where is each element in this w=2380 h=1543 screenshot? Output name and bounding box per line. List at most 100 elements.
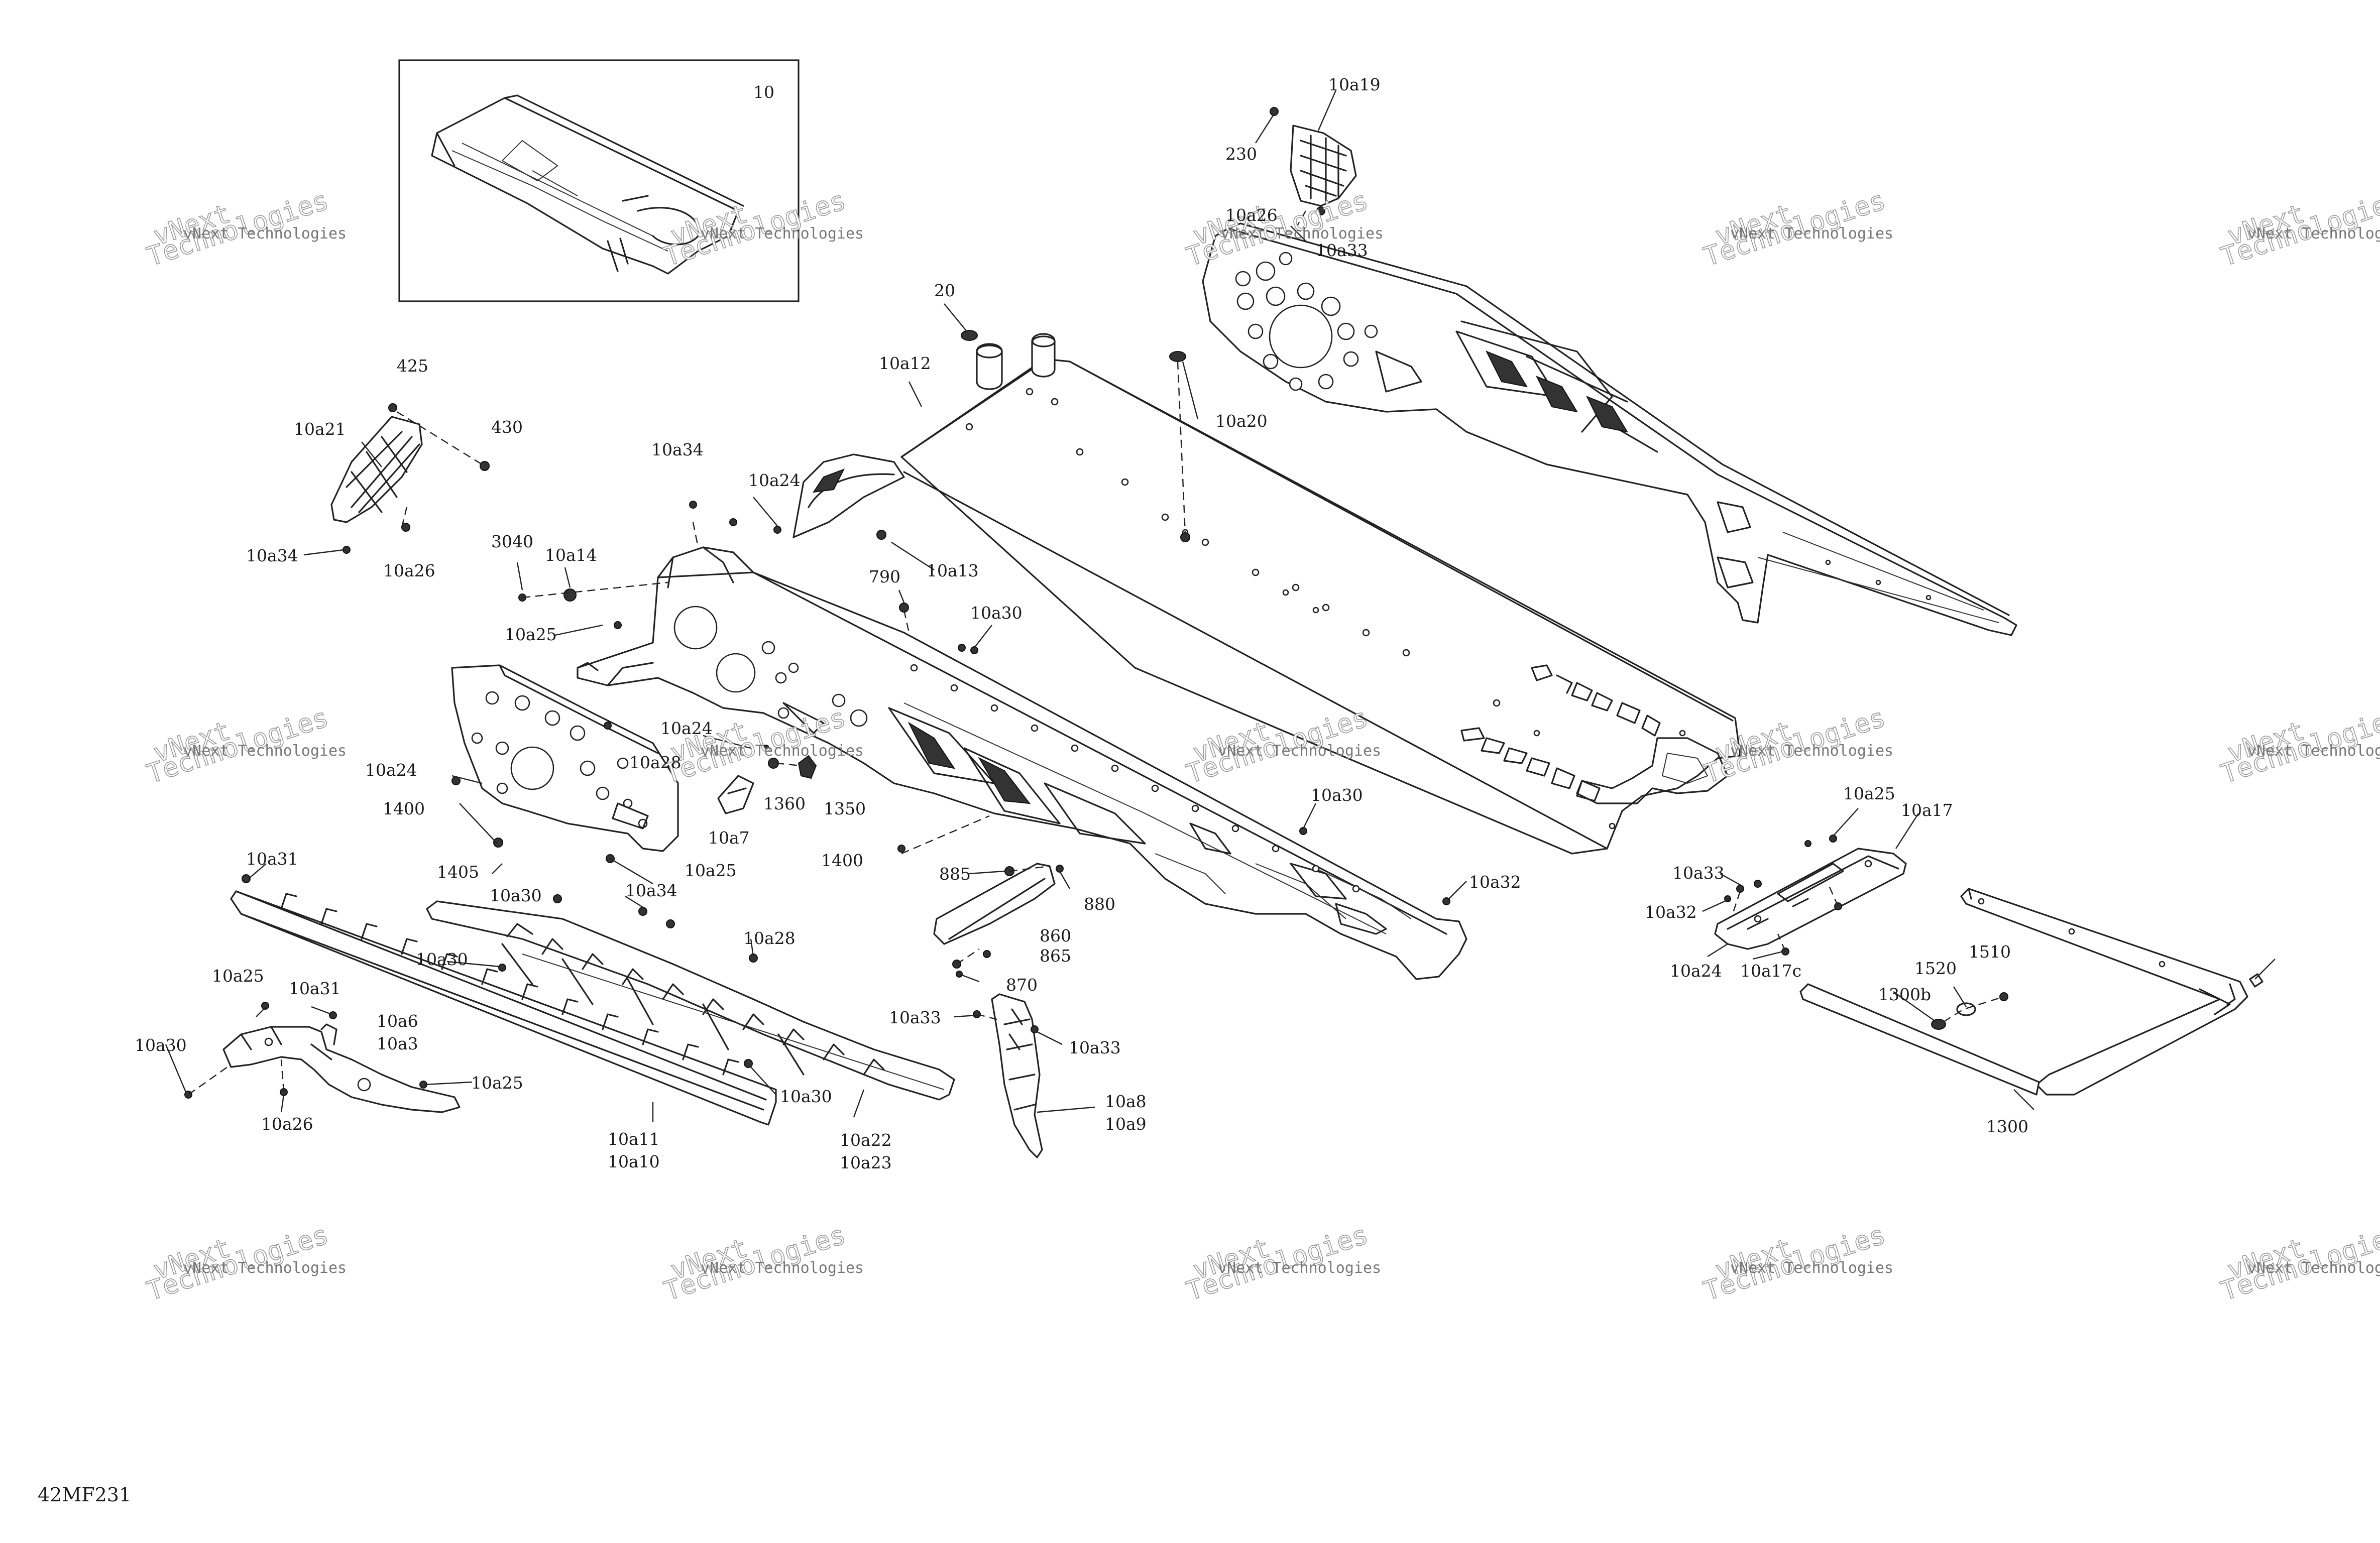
callout: 10a24: [660, 719, 713, 738]
callout: 10a33: [1672, 863, 1725, 883]
callout: 10a25: [685, 861, 737, 880]
callout: 10a30: [416, 949, 468, 969]
callout: 10a28: [629, 753, 682, 772]
callout: 230: [1225, 144, 1257, 164]
svg-text:vNext Technologies: vNext Technologies: [183, 225, 347, 243]
svg-text:vNext Technologies: vNext Technologies: [1730, 225, 1893, 243]
callout: 1400: [383, 799, 425, 818]
callout: 10a33: [889, 1008, 941, 1027]
callout-labels: 10a19 230 10a26 10a33 20 10a12 10a20 425…: [135, 75, 2028, 1172]
callout: 10a30: [135, 1035, 187, 1055]
callout: 10a6: [377, 1011, 418, 1031]
svg-text:vNext Technologies: vNext Technologies: [1218, 742, 1381, 760]
callout: 10a14: [545, 545, 597, 565]
callout: 10a25: [471, 1073, 523, 1093]
assembly-overview-inset: 10: [398, 59, 800, 302]
svg-text:vNext Technologies: vNext Technologies: [1730, 742, 1893, 760]
callout: 10a10: [608, 1152, 660, 1171]
callout: 10a26: [1225, 205, 1278, 225]
callout: 10a24: [1670, 961, 1722, 981]
part-10a22-rail-frame: [426, 894, 955, 1101]
assembly-lines: [188, 210, 2004, 1095]
callout: 10a25: [212, 966, 264, 986]
callout: 10a26: [383, 561, 435, 580]
callout: 10a30: [970, 603, 1023, 623]
svg-text:vNext Technologies: vNext Technologies: [2247, 225, 2380, 243]
callout: 885: [939, 864, 971, 884]
callout: 1405: [437, 862, 479, 882]
callout: 10a17c: [1740, 961, 1801, 981]
callout: 1360: [763, 794, 806, 813]
leader-lines: [165, 90, 2276, 1122]
callout: 10a17: [1901, 800, 1953, 820]
callout: 10a11: [608, 1129, 660, 1149]
callout: 10a30: [1311, 785, 1363, 805]
callout: 1400: [821, 851, 863, 870]
callout: 10a3: [377, 1034, 418, 1053]
part-10a6-bracket: [184, 1002, 461, 1113]
part-10a24-front-cover: [792, 453, 905, 538]
svg-text:vNext Technologies: vNext Technologies: [183, 1259, 347, 1277]
callout: 10a22: [840, 1130, 892, 1150]
part-860-bracket: [933, 863, 1064, 978]
part-10a17-bracket: [1714, 835, 1907, 956]
callout: 10a23: [840, 1153, 892, 1172]
callout: 10a32: [1469, 872, 1521, 892]
callout: 10a13: [927, 561, 979, 580]
callout: 10a20: [1215, 411, 1268, 431]
callout: 870: [1006, 975, 1038, 995]
part-10a28-inner-plate: [451, 664, 679, 852]
callout: 10a12: [879, 353, 931, 373]
callout: 10a25: [1843, 784, 1895, 803]
callout: 10a7: [708, 828, 750, 848]
svg-text:vNext Technologies: vNext Technologies: [701, 742, 864, 760]
callout: 10a34: [246, 546, 298, 565]
svg-text:vNext Technologies: vNext Technologies: [1218, 1259, 1381, 1277]
part-10a21-vent: [330, 403, 490, 554]
part-1300-bumper: [1799, 888, 2263, 1096]
part-20-cylinder: [961, 330, 1190, 542]
callout: 1350: [824, 799, 866, 818]
callout: 10a30: [490, 886, 542, 905]
callout: 10a33: [1316, 241, 1368, 260]
callout: 10a19: [1328, 75, 1381, 94]
part-10a8-bracket: [973, 993, 1043, 1158]
svg-text:vNext Technologies: vNext Technologies: [2247, 1259, 2380, 1277]
callout: 425: [397, 356, 428, 376]
callout: 10a32: [1645, 902, 1697, 922]
drawing-code: 42MF231: [38, 1484, 131, 1506]
callout: 3040: [491, 532, 533, 551]
callout: 10a9: [1105, 1114, 1147, 1134]
callout: 1510: [1969, 942, 2011, 962]
callout: 10a34: [625, 881, 677, 900]
tunnel-side-panel-right: [1202, 222, 2017, 636]
inset-label: 10: [753, 82, 774, 102]
svg-text:vNext Technologies: vNext Technologies: [1220, 225, 1384, 243]
callout: 10a21: [294, 419, 346, 439]
callout: 10a30: [780, 1087, 832, 1106]
callout: 10a24: [748, 470, 801, 490]
part-10a19-vent-bracket: [1270, 107, 1357, 215]
callout: 430: [491, 417, 523, 437]
callout: 10a28: [743, 928, 796, 948]
callout: 10a31: [246, 849, 298, 869]
callout: 10a34: [651, 440, 704, 459]
callout: 880: [1084, 894, 1115, 914]
callout: 10a25: [505, 625, 557, 644]
callout: 10a33: [1069, 1038, 1121, 1057]
tunnel-side-panel-left: [577, 546, 1467, 980]
callout: 10a31: [289, 979, 341, 998]
callout: 790: [869, 567, 900, 586]
callout: 10a8: [1105, 1092, 1147, 1111]
svg-text:vNext Technologies: vNext Technologies: [701, 225, 864, 243]
svg-text:vNext Technologies: vNext Technologies: [701, 1259, 864, 1277]
callout: 10a24: [365, 760, 417, 780]
callout: 860: [1040, 926, 1071, 945]
part-10a11-lower-rail: [230, 874, 777, 1126]
callout: 865: [1040, 946, 1071, 966]
callout: 10a26: [261, 1114, 313, 1134]
part-10a7-plate: [717, 745, 817, 814]
svg-text:vNext Technologies: vNext Technologies: [2247, 742, 2380, 760]
callout: 1520: [1914, 959, 1957, 978]
